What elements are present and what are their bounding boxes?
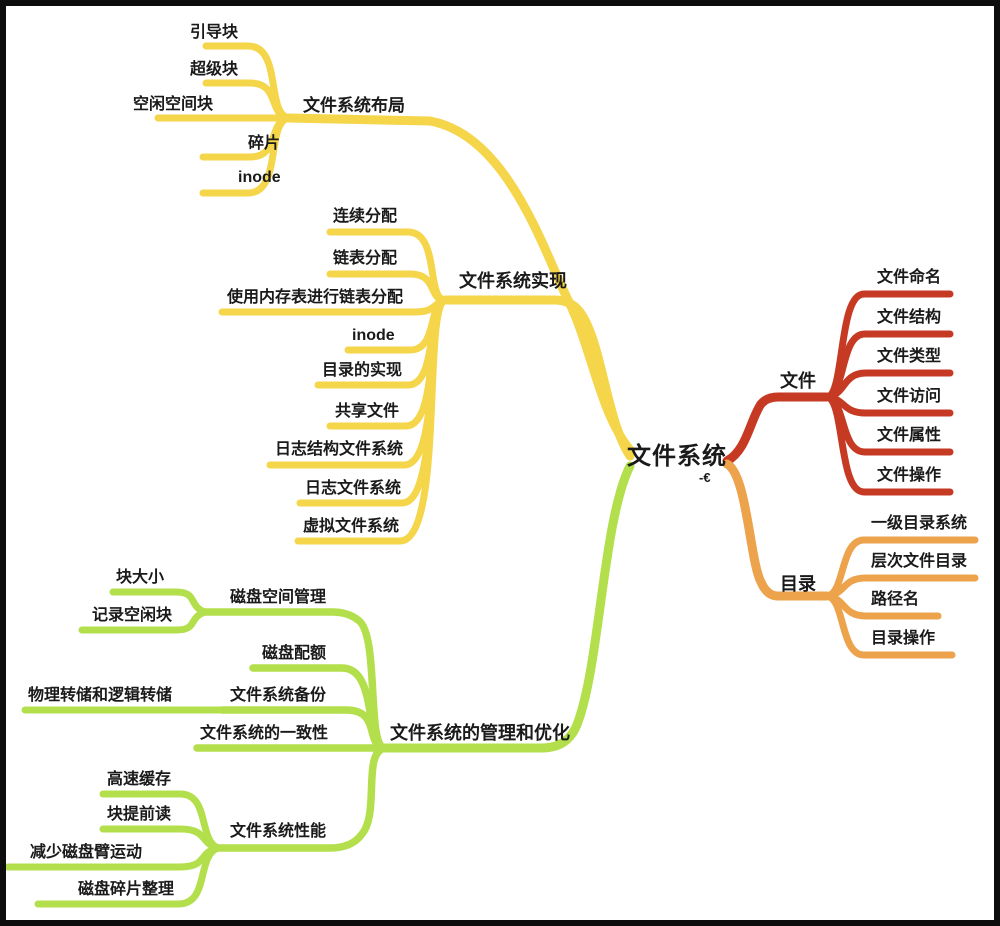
node-linked-allocation[interactable]: 链表分配 (333, 250, 398, 267)
node-contiguous-allocation[interactable]: 连续分配 (333, 208, 398, 225)
node-journaling-fs[interactable]: 日志文件系统 (305, 480, 402, 497)
node-layout-inode[interactable]: inode (238, 169, 281, 186)
node-file-system-implementation[interactable]: 文件系统实现 (459, 271, 567, 291)
node-disk-space-management[interactable]: 磁盘空间管理 (230, 589, 327, 606)
node-disk-defragmentation[interactable]: 磁盘碎片整理 (78, 881, 175, 898)
node-track-free-blocks[interactable]: 记录空闲块 (92, 607, 173, 624)
node-directory-implementation[interactable]: 目录的实现 (322, 362, 403, 379)
node-cache[interactable]: 高速缓存 (107, 771, 172, 788)
node-log-structured-fs[interactable]: 日志结构文件系统 (275, 441, 404, 458)
node-file-structure[interactable]: 文件结构 (877, 309, 942, 326)
node-fs-backup[interactable]: 文件系统备份 (230, 687, 327, 704)
node-file-system-layout[interactable]: 文件系统布局 (303, 96, 405, 115)
node-reduce-disk-arm-motion[interactable]: 减少磁盘臂运动 (30, 844, 143, 861)
node-block-read-ahead[interactable]: 块提前读 (107, 806, 172, 823)
node-fs-management-optimization[interactable]: 文件系统的管理和优化 (390, 723, 570, 743)
node-fs-consistency[interactable]: 文件系统的一致性 (200, 725, 329, 742)
node-block-size[interactable]: 块大小 (116, 569, 165, 586)
branch-line-dir-trunk (722, 459, 832, 601)
node-file-operations[interactable]: 文件操作 (877, 467, 942, 484)
node-virtual-fs[interactable]: 虚拟文件系统 (303, 518, 400, 535)
node-table-linked-allocation[interactable]: 使用内存表进行链表分配 (227, 289, 404, 306)
node-impl-inode[interactable]: inode (352, 327, 395, 344)
node-hierarchical-directory[interactable]: 层次文件目录 (871, 553, 968, 570)
branch-line-fs-performance (214, 744, 389, 852)
branch-line-defragmentation (34, 844, 222, 908)
branch-line-file-trunk (722, 392, 832, 466)
node-fs-performance[interactable]: 文件系统性能 (230, 823, 327, 840)
node-shared-files[interactable]: 共享文件 (335, 403, 400, 420)
branch-line-mgmt-trunk (380, 461, 635, 753)
branch-line-virtual-fs (294, 296, 449, 545)
node-fragment[interactable]: 碎片 (248, 135, 281, 152)
node-single-level-directory[interactable]: 一级目录系统 (871, 515, 968, 532)
collapse-badge-icon[interactable]: -€ (699, 470, 711, 485)
branch-line-dir-operations (823, 592, 956, 659)
node-directory[interactable]: 目录 (780, 574, 816, 594)
node-disk-quota[interactable]: 磁盘配额 (262, 645, 327, 662)
branch-line-layout-inode (199, 114, 292, 197)
node-free-space-block[interactable]: 空闲空间块 (133, 96, 214, 113)
node-file-attributes[interactable]: 文件属性 (877, 427, 942, 444)
branch-line-layout-trunk (283, 113, 636, 456)
node-file-naming[interactable]: 文件命名 (877, 269, 942, 286)
node-root[interactable]: 文件系统 (627, 443, 727, 470)
node-file-types[interactable]: 文件类型 (877, 348, 942, 365)
branch-line-impl-trunk (440, 295, 635, 461)
node-path-name[interactable]: 路径名 (871, 591, 920, 608)
node-physical-logical-dump[interactable]: 物理转储和逻辑转储 (28, 687, 173, 704)
branch-line-file-operations (823, 393, 954, 496)
node-file-access[interactable]: 文件访问 (877, 388, 942, 405)
branch-line-block-size (109, 588, 209, 616)
node-directory-operations[interactable]: 目录操作 (871, 630, 936, 647)
node-boot-block[interactable]: 引导块 (190, 24, 239, 41)
branch-line-track-free-blocks (78, 608, 209, 634)
node-super-block[interactable]: 超级块 (190, 61, 239, 78)
node-file[interactable]: 文件 (780, 371, 816, 391)
